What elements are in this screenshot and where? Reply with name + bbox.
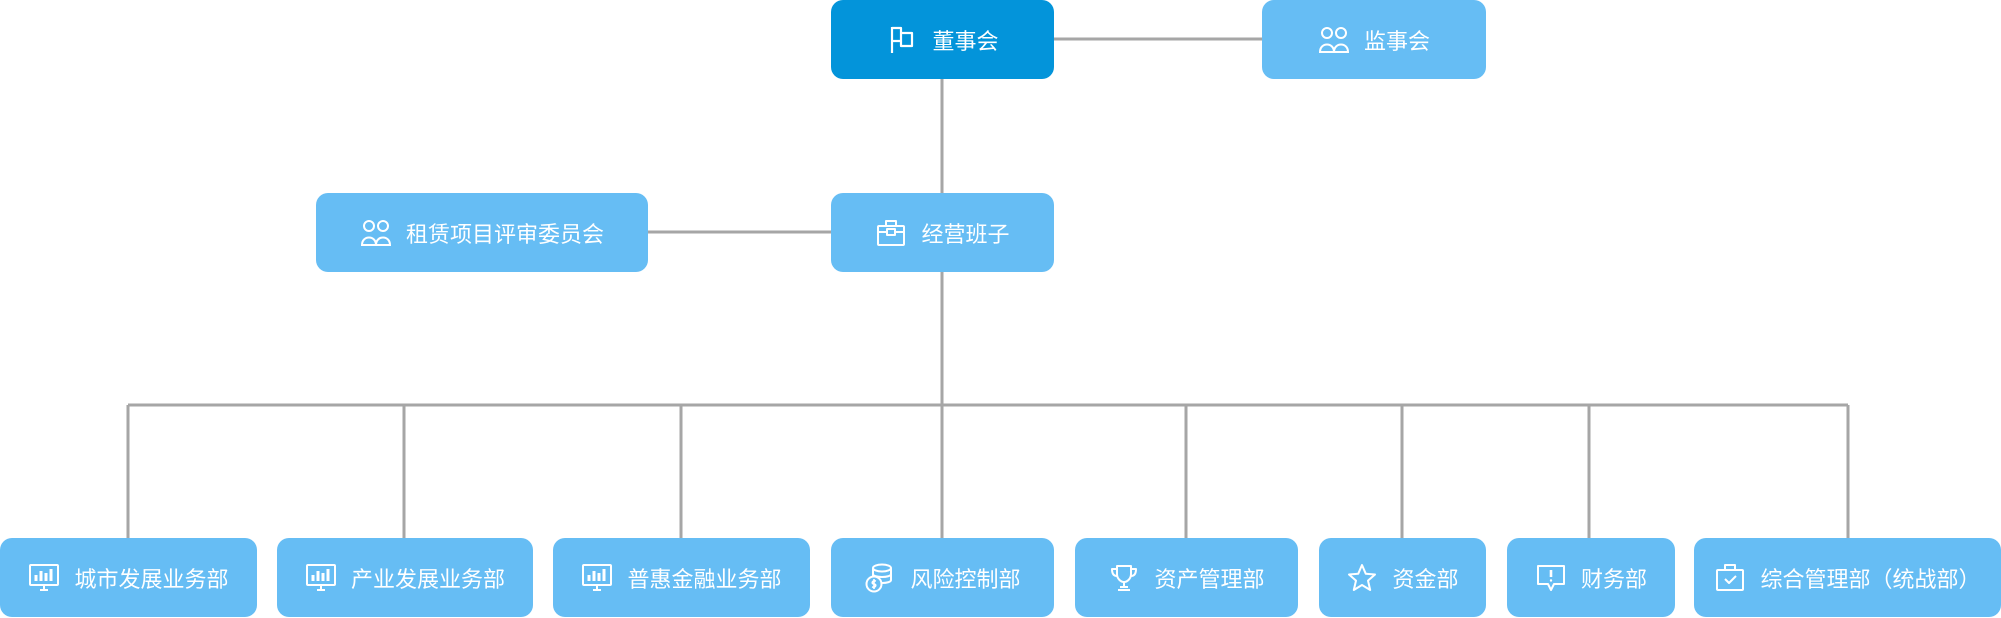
chart-monitor-icon: [305, 562, 337, 594]
node-dept-industry-development-label: 产业发展业务部: [350, 567, 505, 593]
people-icon: [360, 217, 392, 249]
node-dept-city-development-label: 城市发展业务部: [74, 567, 229, 593]
node-dept-industry-development[interactable]: 产业发展业务部: [277, 538, 533, 617]
node-management-team-label: 经营班子: [921, 222, 1010, 248]
chart-monitor-icon: [28, 562, 60, 594]
node-dept-asset-management-label: 资产管理部: [1154, 567, 1265, 593]
coins-dollar-icon: [864, 562, 896, 594]
node-dept-risk-control-label: 风险控制部: [910, 567, 1021, 593]
node-dept-inclusive-finance-label: 普惠金融业务部: [627, 567, 782, 593]
node-dept-inclusive-finance[interactable]: 普惠金融业务部: [553, 538, 810, 617]
check-briefcase-icon: [1714, 562, 1746, 594]
node-dept-finance-label: 财务部: [1580, 567, 1647, 593]
node-dept-general-management-label: 综合管理部（统战部）: [1760, 567, 1981, 593]
node-management-team[interactable]: 经营班子: [831, 193, 1054, 272]
node-board-label: 董事会: [932, 29, 999, 55]
node-supervisory-board[interactable]: 监事会: [1262, 0, 1486, 79]
node-dept-risk-control[interactable]: 风险控制部: [831, 538, 1054, 617]
flag-icon: [886, 24, 918, 56]
node-dept-treasury-label: 资金部: [1392, 567, 1459, 593]
briefcase-icon: [875, 217, 907, 249]
node-board[interactable]: 董事会: [831, 0, 1054, 79]
chart-monitor-icon: [581, 562, 613, 594]
star-icon: [1346, 562, 1378, 594]
alert-message-icon: [1535, 562, 1567, 594]
node-dept-city-development[interactable]: 城市发展业务部: [0, 538, 257, 617]
node-dept-treasury[interactable]: 资金部: [1319, 538, 1486, 617]
trophy-icon: [1108, 562, 1140, 594]
node-review-committee-label: 租赁项目评审委员会: [405, 222, 604, 248]
node-review-committee[interactable]: 租赁项目评审委员会: [316, 193, 648, 272]
node-supervisory-board-label: 监事会: [1363, 29, 1430, 55]
node-dept-asset-management[interactable]: 资产管理部: [1075, 538, 1298, 617]
node-dept-general-management[interactable]: 综合管理部（统战部）: [1694, 538, 2001, 617]
node-dept-finance[interactable]: 财务部: [1507, 538, 1675, 617]
people-icon: [1318, 24, 1350, 56]
